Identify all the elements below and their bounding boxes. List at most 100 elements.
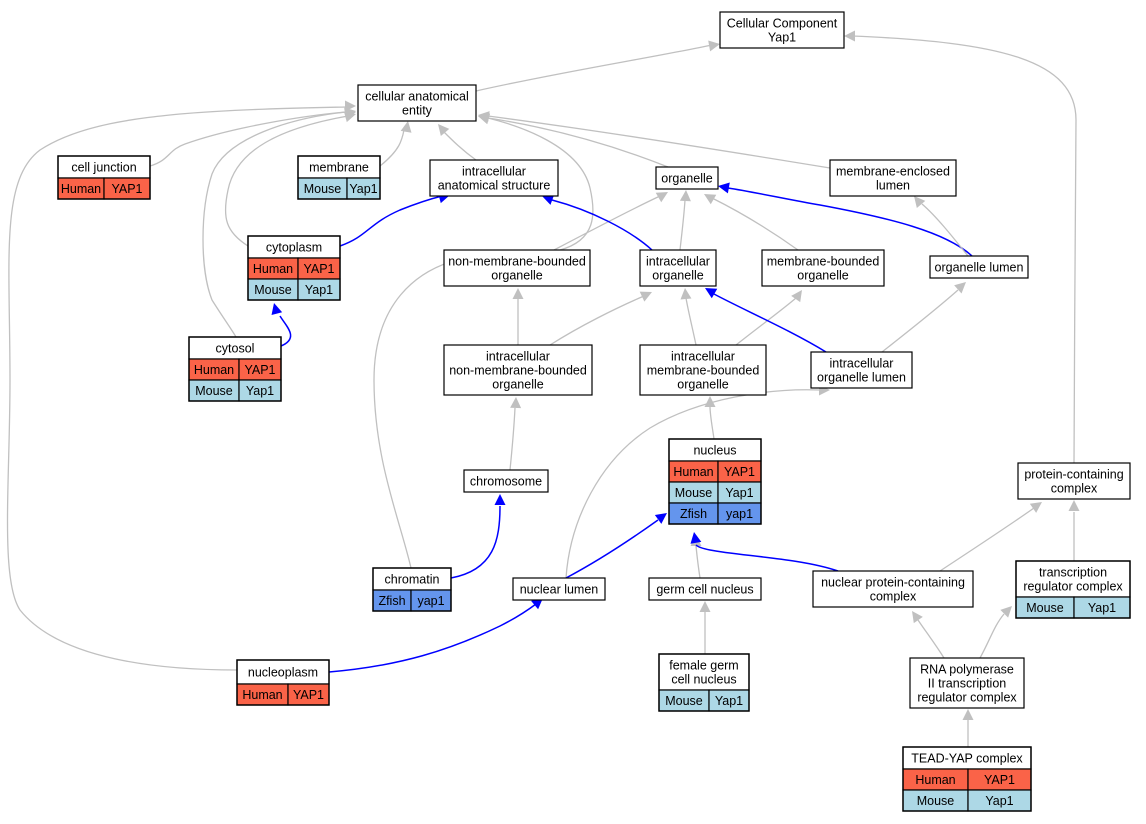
node-organelle-lumen[interactable]: organelle lumen: [929, 255, 1029, 279]
is-a-edge-ias-to-cae: [443, 131, 477, 161]
is-a-edge-cytoplasm-to-cae: [224, 115, 349, 247]
part-of-edge-cytosol-partof-cytoplasm: [279, 315, 292, 347]
node-title-box: [761, 249, 885, 287]
arrowhead-trc-to-pcc: [1068, 500, 1080, 511]
gene-label: Yap1: [349, 182, 377, 196]
arrowhead-rnap-to-trc: [1000, 606, 1012, 618]
node-label: cellular anatomical: [365, 90, 469, 104]
species-label: Zfish: [378, 594, 405, 608]
edge-nucleoplasm-partof-nl: [328, 598, 543, 673]
edge-cae-to-root: [475, 40, 720, 92]
node-label: intracellular: [486, 350, 550, 364]
gene-label: Yap1: [1088, 601, 1116, 615]
node-title-box: [829, 159, 957, 197]
is-a-edge-nmbo-to-organelle: [553, 195, 661, 251]
species-label: Human: [253, 262, 293, 276]
gene-label: YAP1: [303, 262, 334, 276]
is-a-edge-mbo-to-organelle: [711, 197, 799, 251]
gene-label: YAP1: [724, 465, 755, 479]
node-label: RNA polymerase: [920, 663, 1014, 677]
edge-inmbo-to-io: [549, 291, 652, 346]
species-label: Mouse: [304, 182, 342, 196]
edge-tead-to-rnap: [962, 709, 974, 748]
node-label: II transcription: [928, 677, 1007, 691]
node-title-box: [443, 249, 591, 287]
node-label: Cellular Component: [727, 17, 838, 31]
part-of-edge-ol-partof-organelle: [727, 187, 973, 257]
arrowhead-chromosome-to-inmbo: [510, 397, 522, 409]
node-label: organelle: [677, 378, 728, 392]
is-a-edge-cytosol-to-cae: [202, 111, 347, 338]
node-label: nucleoplasm: [248, 666, 318, 680]
edge-rnap-to-npcc: [912, 611, 945, 659]
node-title-box: [1017, 462, 1131, 500]
edge-iol-partof-io: [705, 288, 827, 353]
part-of-edge-cytoplasm-partof-ias: [339, 195, 443, 247]
node-label: TEAD-YAP complex: [911, 752, 1023, 766]
node-germ-cell-nucleus[interactable]: germ cell nucleus: [648, 577, 762, 601]
node-label: chromatin: [385, 573, 440, 587]
species-label: Mouse: [254, 283, 292, 297]
node-label: entity: [402, 104, 433, 118]
edge-cytosol-partof-cytoplasm: [271, 303, 292, 347]
part-of-edge-nl-partof-nucleus: [565, 519, 659, 579]
node-label: cytoplasm: [266, 241, 322, 255]
node-label: intracellular: [830, 357, 894, 371]
node-organelle[interactable]: organelle: [655, 166, 719, 190]
arrowhead-iol-to-ol: [954, 282, 966, 294]
gene-label: YAP1: [244, 363, 275, 377]
node-title-box: [719, 11, 845, 49]
arrowhead-inmbo-to-nmbo: [512, 288, 524, 299]
node-nuclear-lumen[interactable]: nuclear lumen: [512, 577, 606, 601]
node-label: cell nucleus: [671, 673, 736, 687]
node-label: germ cell nucleus: [656, 583, 753, 597]
arrowhead-npcc-to-pcc: [1029, 502, 1042, 513]
gene-label: YAP1: [293, 688, 324, 702]
arrowhead-fgcn-to-gcn: [699, 601, 711, 612]
node-intracellular-non-membrane-bounded-organelle[interactable]: intracellularnon-membrane-boundedorganel…: [443, 344, 593, 396]
node-title-box: [639, 249, 717, 287]
node-label: non-membrane-bounded: [448, 255, 586, 269]
node-title-box: [443, 344, 593, 396]
edge-inmbo-to-nmbo: [512, 288, 524, 345]
is-a-edge-npcc-to-pcc: [939, 507, 1035, 572]
node-outline: [1015, 560, 1131, 619]
node-label: nuclear lumen: [520, 583, 599, 597]
node-label: nuclear protein-containing: [821, 576, 965, 590]
edge-npcc-to-pcc: [939, 502, 1042, 572]
arrowhead-imbo-to-mbo: [791, 290, 802, 303]
is-a-edge-celljunction-to-cae: [149, 111, 347, 167]
node-outline: [658, 653, 750, 712]
arrowhead-imbo-to-io: [680, 288, 692, 300]
node-title-box: [639, 344, 767, 396]
node-label: organelle: [491, 269, 542, 283]
edge-rnap-to-trc: [979, 606, 1012, 659]
node-chromosome[interactable]: chromosome: [463, 469, 549, 493]
